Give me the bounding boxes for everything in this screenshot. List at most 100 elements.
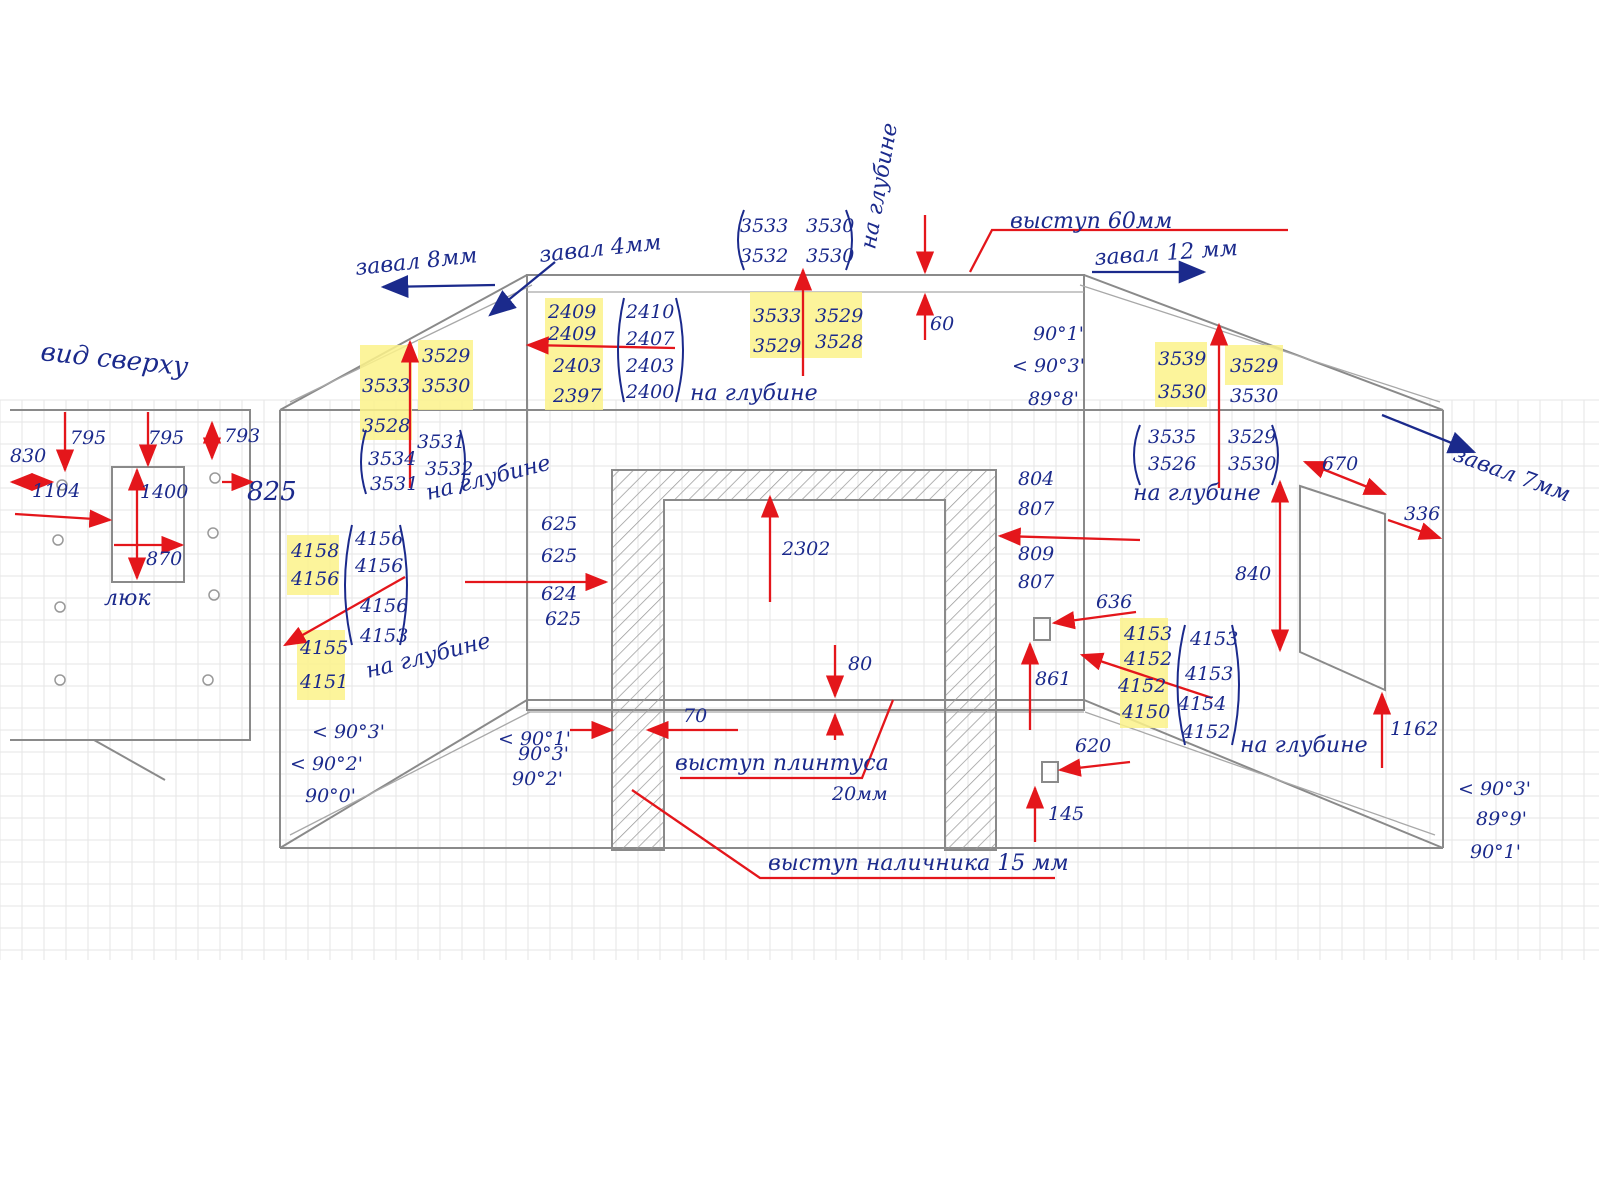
plinth-gap: 70 [683,705,707,727]
b-wd1: 2407 [625,328,675,350]
door-r0: 804 [1018,468,1054,490]
dim-870: 870 [146,548,182,570]
l-ld3: 4153 [359,625,408,647]
door-l0: 625 [541,513,577,535]
socket-h: 861 [1035,668,1071,690]
door-r1: 807 [1018,498,1055,520]
r-d1: 3529 [1228,426,1276,448]
ledge-label: выступ 60мм [1010,209,1172,234]
r-ld1: 4153 [1184,663,1233,685]
b-depth-label: на глубине [690,381,818,406]
dim-795b: 795 [148,427,184,449]
plinth-size: 20мм [831,783,888,805]
r-ang1: 89°9' [1476,808,1527,830]
l-ld0: 4156 [354,528,403,550]
r-ld2: 4154 [1177,693,1226,715]
r-len1: 4152 [1123,648,1172,670]
door-height: 2302 [781,538,830,560]
dim-1400: 1400 [140,481,188,503]
ceiling-light-points [52,472,221,686]
socket-box [1033,617,1051,641]
b-w0: 2409 [547,301,596,323]
r-ld0: 4153 [1189,628,1238,650]
window-outline [1299,484,1386,692]
l-len2: 4155 [299,637,348,659]
door-l2: 624 [541,583,577,605]
b-top-depth-label: на глубине [856,121,903,251]
window-gap: 336 [1404,503,1440,525]
back-tilt: завал 4мм [538,230,662,268]
hatch-label: люк [104,586,151,611]
b-th2: 3532 [740,245,788,267]
b-th1: 3530 [806,215,854,237]
door-r2: 809 [1018,543,1054,565]
r-depth-label: на глубине [1133,481,1261,506]
door-l3: 625 [545,608,581,630]
right-tilt-side: завал 7мм [1450,442,1574,507]
ledge-value: 60 [930,313,954,335]
highlights [287,292,1283,728]
b-wd0: 2410 [625,301,674,323]
window-sill: 1162 [1390,718,1438,740]
r-d2: 3526 [1148,453,1196,475]
r-len3: 4150 [1121,701,1170,723]
r-h2: 3530 [1158,381,1206,403]
b-h3: 3528 [815,331,863,353]
l-len3: 4151 [299,671,348,693]
l-len1: 4156 [290,568,339,590]
l-len0: 4158 [290,540,339,562]
r-ld3: 4152 [1181,721,1230,743]
window-w: 670 [1322,453,1358,475]
left-wall-annotations: завал 8мм 3533 3529 3530 3528 3534 3531 … [282,243,553,807]
b-al1: 90°3' [518,743,569,765]
back-wall-annotations: завал 4мм 2409 2409 2403 2397 2410 2407 … [465,121,1288,880]
l-ang2: 90°0' [305,785,356,807]
r-d3: 3530 [1228,453,1276,475]
b-ar0: 90°1' [1033,323,1084,345]
top-view: вид сверху 830 795 795 793 825 1104 1400… [9,337,297,781]
switch-h: 145 [1048,803,1084,825]
b-w2: 2403 [552,355,601,377]
l-d1: 3531 [417,431,465,453]
switch-w: 620 [1075,735,1111,757]
l-d3: 3532 [425,458,473,480]
dim-1104: 1104 [32,480,80,502]
b-ar1: < 90°3' [1012,355,1085,377]
r-ang0: < 90°3' [1458,778,1531,800]
r-depth-label2: на глубине [1240,733,1368,758]
r-len0: 4153 [1123,623,1172,645]
dim-793: 793 [224,425,260,447]
b-h1: 3529 [815,305,863,327]
right-tilt-top: завал 12 мм [1094,236,1239,271]
b-wd3: 2400 [625,381,674,403]
r-h3: 3530 [1230,385,1278,407]
bracket-marks [344,209,1279,746]
b-h0: 3533 [753,305,801,327]
r-ang2: 90°1' [1470,841,1521,863]
window-h: 840 [1235,563,1271,585]
dim-830: 830 [10,445,46,467]
door-r3: 807 [1018,571,1055,593]
b-w1: 2409 [547,323,596,345]
r-len2: 4152 [1117,675,1166,697]
jamb-label: выступ наличника 15 мм [768,851,1069,876]
baseboard-value: 80 [848,653,872,675]
top-view-title: вид сверху [39,337,189,382]
l-h1: 3529 [422,345,470,367]
l-h3: 3528 [362,415,410,437]
b-th0: 3533 [740,215,788,237]
r-d0: 3535 [1148,426,1196,448]
b-h2: 3529 [753,335,801,357]
l-ld1: 4156 [354,555,403,577]
r-h1: 3529 [1230,355,1278,377]
l-h2: 3530 [422,375,470,397]
b-wd2: 2403 [625,355,674,377]
dim-795a: 795 [70,427,106,449]
left-tilt: завал 8мм [354,243,478,281]
l-d2: 3531 [370,473,418,495]
b-ar2: 89°8' [1028,388,1079,410]
l-ang0: < 90°3' [312,721,385,743]
plinth-label: выступ плинтуса [675,751,889,776]
l-h0: 3533 [362,375,410,397]
